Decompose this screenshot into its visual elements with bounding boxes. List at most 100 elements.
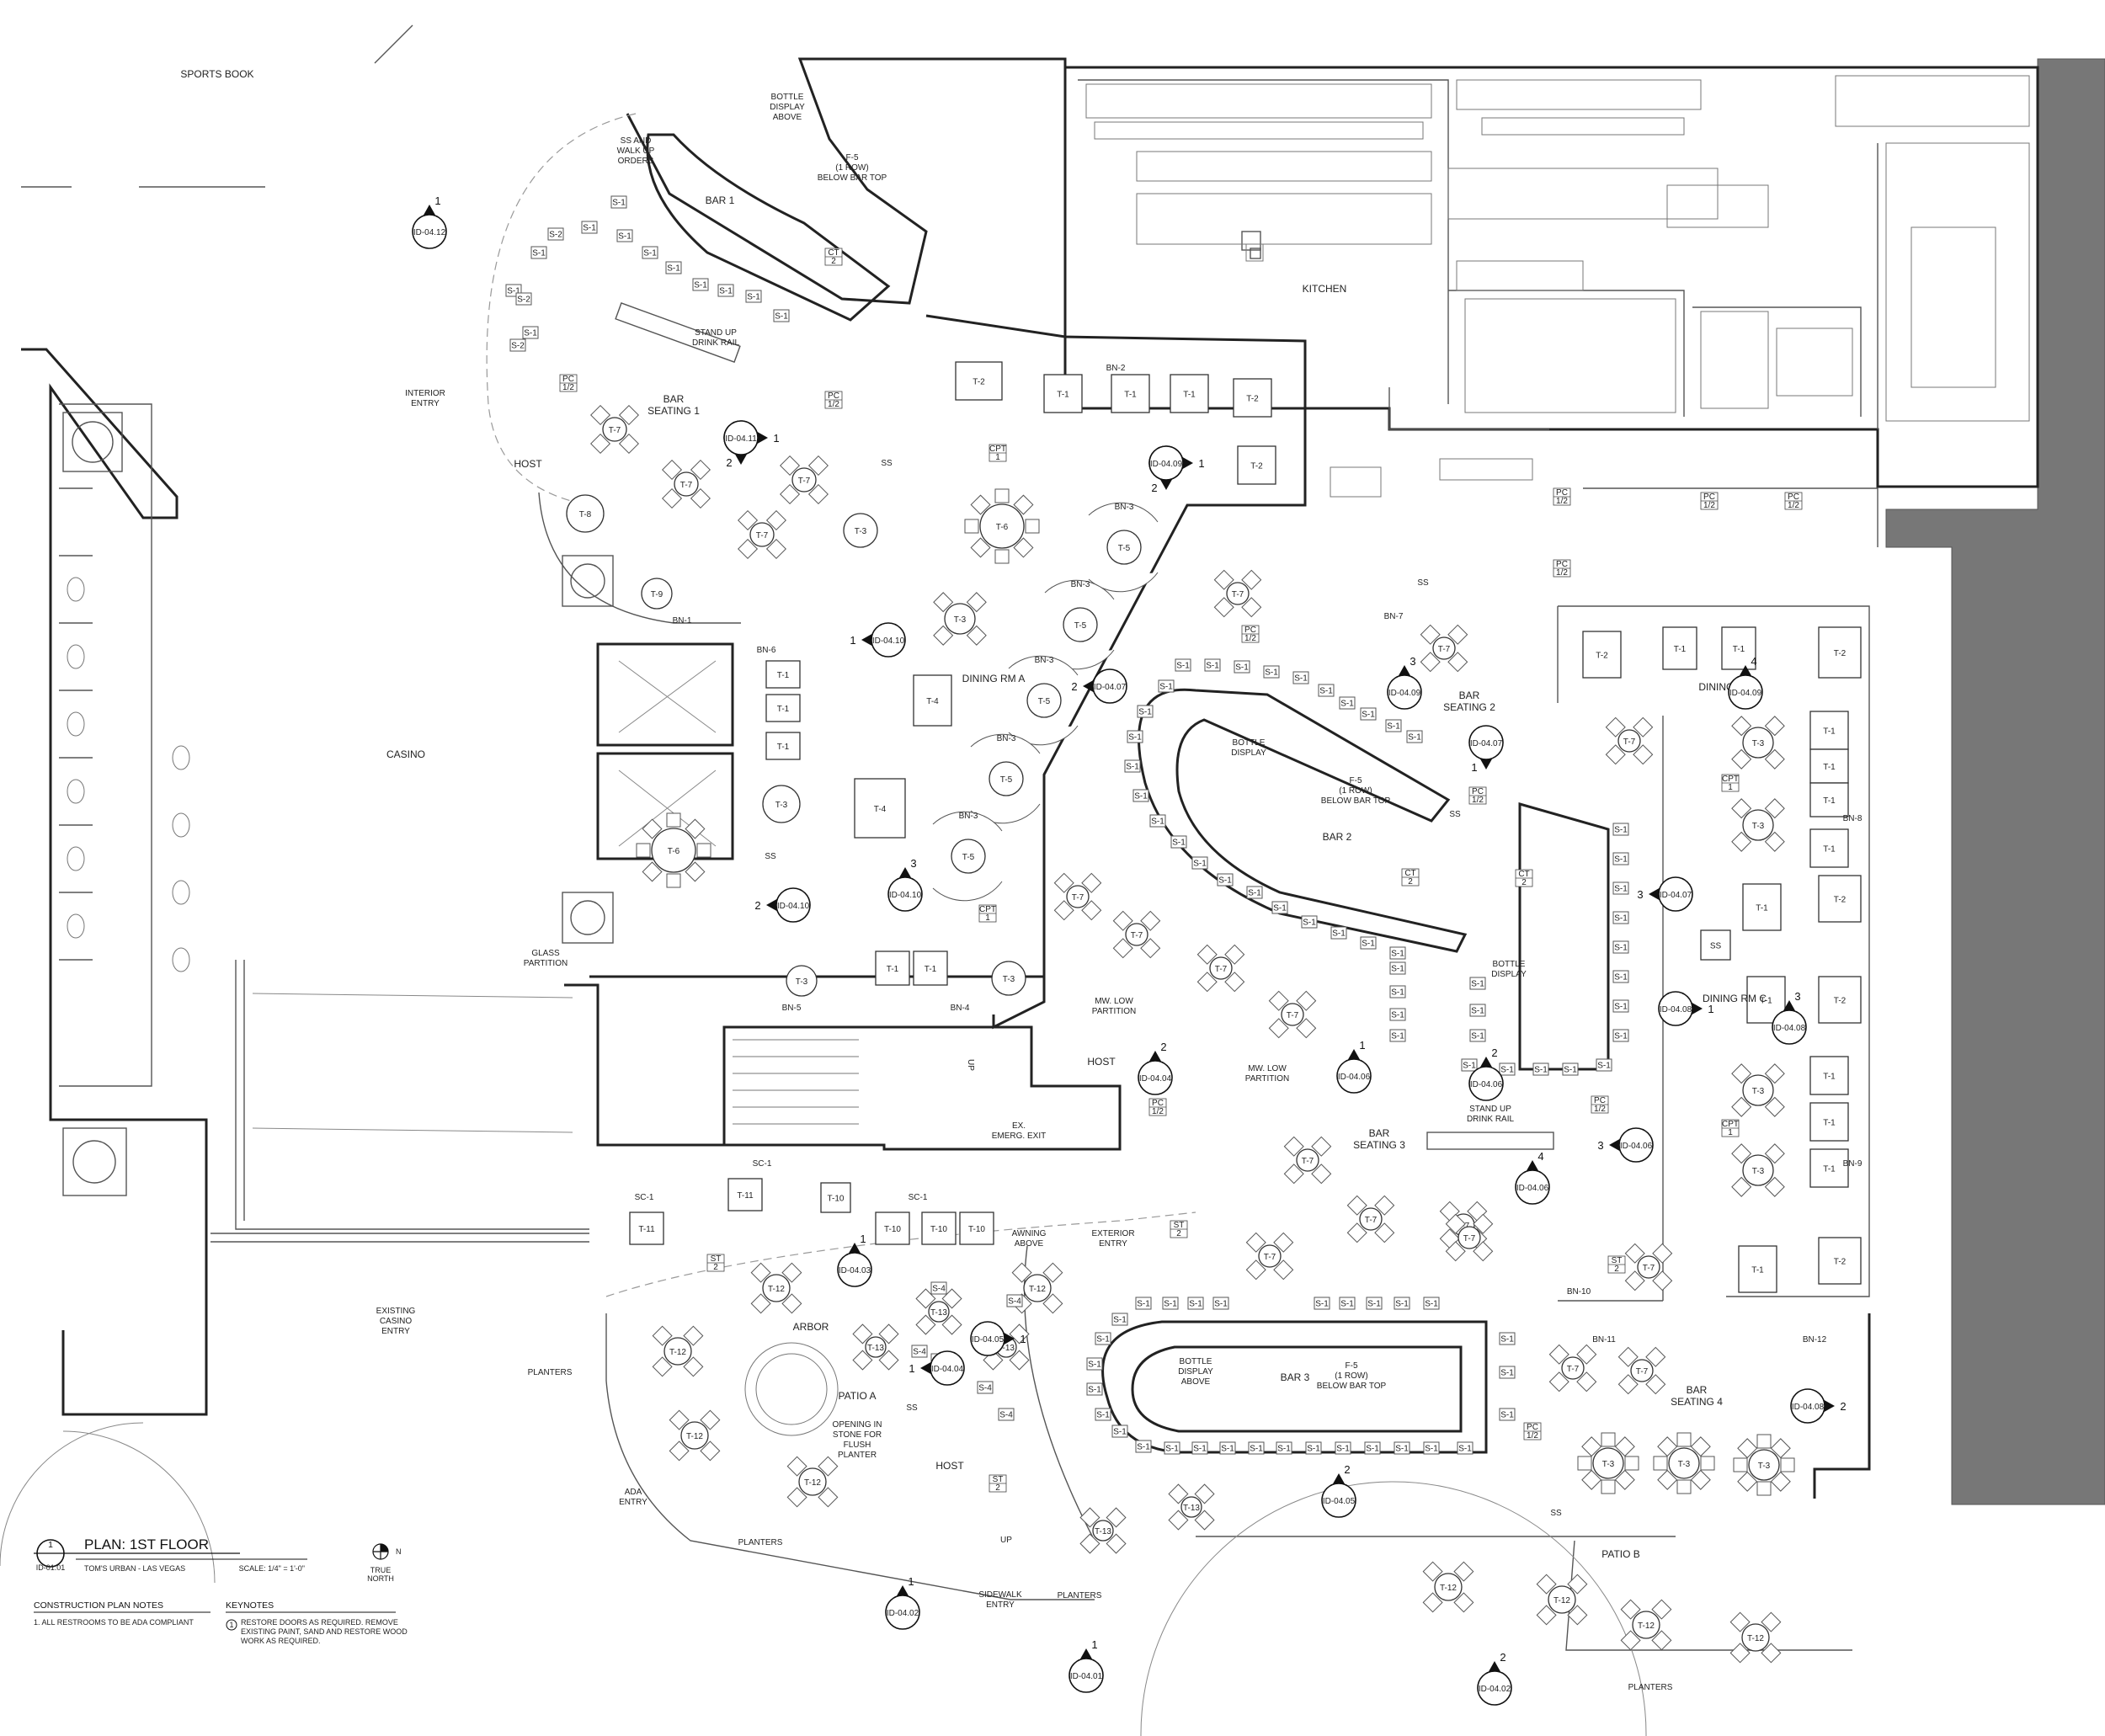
section-callout-id-04-09[interactable]: ID-04.093	[1387, 655, 1422, 710]
bar-stool: S-1	[1612, 970, 1629, 983]
table-tag: T-13	[930, 1308, 947, 1318]
stool-seat	[1095, 1332, 1111, 1345]
table-tag: T-7	[1215, 965, 1228, 974]
section-callout-id-04-10[interactable]: ID-04.103	[887, 857, 923, 912]
section-callout-id-04-07[interactable]: ID-04.071	[1468, 725, 1504, 774]
stair-treads	[733, 1039, 859, 1125]
stool-tag: S-1	[1471, 980, 1484, 989]
section-callout-id-04-09[interactable]: ID-04.092	[1148, 445, 1184, 494]
table-tag: T-7	[798, 477, 811, 486]
chair	[1168, 1510, 1189, 1531]
section-callout-id-04-10[interactable]: ID-04.102	[754, 887, 811, 923]
table-tag: T-5	[1000, 775, 1013, 785]
table-tag: T-1	[1124, 391, 1137, 400]
chair	[1112, 938, 1133, 959]
stanchion-line	[252, 993, 573, 1133]
section-callout-id-04-06[interactable]: ID-04.061	[1336, 1039, 1372, 1094]
square-table: T-10	[820, 1182, 851, 1213]
square-table: T-1	[1809, 828, 1849, 868]
chair	[994, 488, 1010, 503]
table-tag: T-7	[756, 531, 769, 541]
section-callout-id-04-07[interactable]: ID-04.073	[1637, 876, 1693, 912]
stool-tag: S-4	[913, 1348, 926, 1357]
callout-circle	[1148, 445, 1184, 481]
finish-tag: PC1/2	[824, 391, 843, 409]
chair	[1690, 1436, 1711, 1457]
section-callout-id-04-10[interactable]: ID-04.101	[850, 622, 906, 658]
round-table: T-13	[915, 1288, 962, 1335]
section-callout-id-04-02[interactable]: ID-04.021	[885, 1575, 920, 1630]
callout-circle	[1092, 668, 1127, 704]
section-callout-id-04-07[interactable]: ID-04.072	[1071, 668, 1127, 704]
stool-seat	[1499, 1062, 1516, 1076]
svg-text:1/2: 1/2	[1788, 501, 1799, 510]
section-callout-id-04-12[interactable]: ID-04.121	[412, 194, 447, 249]
table-tag: T-3	[1678, 1460, 1691, 1469]
stool-tag: S-1	[1265, 668, 1278, 678]
table-tag: T-7	[1072, 893, 1084, 903]
stool-seat	[1389, 961, 1406, 975]
section-callout-id-04-05[interactable]: ID-04.052	[1321, 1463, 1356, 1518]
table-top	[1809, 748, 1849, 784]
stool-tag: S-1	[1193, 1445, 1207, 1454]
table-top	[680, 1421, 709, 1450]
section-callout-id-04-11[interactable]: ID-04.112	[723, 420, 759, 469]
table-tag: T-7	[1302, 1157, 1314, 1166]
section-callout-id-04-03[interactable]: ID-04.031	[837, 1233, 872, 1287]
svg-text:2: 2	[1408, 877, 1413, 887]
chair	[738, 538, 759, 559]
table-tag: T-4	[926, 697, 939, 706]
stool-seat	[1366, 1297, 1383, 1310]
callout-circle	[1515, 1169, 1550, 1205]
bar-stool: S-4	[998, 1408, 1015, 1421]
furniture-tag: SS	[1417, 578, 1429, 588]
callout-number: 2	[1071, 680, 1077, 693]
square-table: T-1	[1170, 374, 1209, 413]
stool-tag: S-1	[1193, 860, 1207, 869]
section-callout-id-04-06[interactable]: ID-04.062	[1468, 1046, 1504, 1101]
stool-tag: S-1	[583, 224, 596, 233]
round-table: T-12	[786, 1456, 839, 1508]
callout-ref: ID-04.03	[839, 1266, 871, 1275]
round-table: T-7	[1548, 1344, 1597, 1393]
section-callout-id-04-01[interactable]: ID-04.011	[1068, 1638, 1104, 1693]
round-table: T-3	[1733, 1434, 1795, 1496]
section-callout-id-04-04[interactable]: ID-04.042	[1138, 1041, 1173, 1095]
section-callout-id-04-06[interactable]: ID-04.063	[1597, 1127, 1654, 1163]
bar1-counter	[646, 133, 891, 322]
callout-ref: ID-04.06	[1338, 1073, 1371, 1082]
table-top	[913, 674, 952, 727]
stool-tag: S-1	[1113, 1428, 1127, 1437]
bar-stool: S-1	[1612, 852, 1629, 865]
chair	[1273, 1232, 1294, 1253]
stool-tag: S-1	[1614, 1003, 1628, 1012]
finish-tag: PC1/2	[1700, 492, 1719, 510]
round-table: T-3	[1653, 1432, 1715, 1494]
section-callout-id-04-06[interactable]: ID-04.064	[1515, 1150, 1550, 1205]
bar-stool: S-1	[745, 290, 762, 303]
chair	[1420, 652, 1441, 673]
bar-stool: S-1	[1263, 665, 1280, 679]
chair	[1567, 1605, 1588, 1626]
table-top	[1700, 929, 1731, 961]
table-tag: T-7	[1636, 1367, 1649, 1377]
section-callout-id-04-08[interactable]: ID-04.083	[1772, 990, 1807, 1045]
stool-seat	[581, 221, 598, 234]
chair	[1194, 1483, 1215, 1504]
callout-circle	[1658, 876, 1693, 912]
stool-tag: S-1	[1367, 1300, 1381, 1309]
section-callout-id-04-02[interactable]: ID-04.022	[1477, 1651, 1512, 1706]
chair	[1731, 1063, 1752, 1084]
section-callout-id-04-04[interactable]: ID-04.041	[909, 1350, 965, 1386]
chair	[1756, 1481, 1772, 1496]
stool-tag: S-1	[1294, 674, 1308, 684]
table-top	[1742, 809, 1774, 841]
section-callout-id-04-09[interactable]: ID-04.094	[1728, 655, 1763, 710]
table-tag: SS	[1710, 942, 1722, 951]
bar-stool: S-1	[1360, 936, 1377, 950]
